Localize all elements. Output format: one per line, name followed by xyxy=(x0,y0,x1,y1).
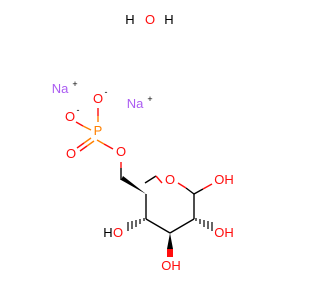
phosphate-o-top-charge: - xyxy=(105,87,108,97)
bond-c5-oring xyxy=(144,175,157,184)
water-h2: H xyxy=(164,12,173,27)
sodium-1-charge: + xyxy=(72,79,77,89)
bond-oring-c1-red xyxy=(177,182,187,189)
structure-svg: H O H Na + Na + O - O - P O O O OH OH OH… xyxy=(52,12,234,273)
bond-oring-c1 xyxy=(185,187,195,195)
phosphate-o-top: O xyxy=(93,91,103,106)
bond-p-obottom-a-orange xyxy=(83,137,92,144)
sodium-1-symbol: Na xyxy=(52,81,69,96)
bond-oester-p-red xyxy=(103,143,114,150)
water-h1: H xyxy=(125,12,134,27)
c4-hydroxyl-o: O xyxy=(113,225,123,240)
bond-p-obottom-b-red xyxy=(79,145,88,152)
wedge-c3-oh xyxy=(167,233,173,249)
bond-p-oleft-red xyxy=(75,121,84,127)
hash-bond-c2-oh xyxy=(195,218,213,231)
bond-oester-p-orange xyxy=(96,139,105,145)
phosphate-o-bottom: O xyxy=(66,146,76,161)
bond-p-obottom-b-orange xyxy=(86,140,95,147)
phosphorus-atom: P xyxy=(94,123,103,138)
bond-p-oleft-orange xyxy=(82,125,92,131)
water-o: O xyxy=(145,12,155,27)
hash-bond-c4-oh xyxy=(127,218,145,231)
phosphate-o-left-charge: - xyxy=(77,105,80,115)
c1-hydroxyl: OH xyxy=(214,172,234,187)
wedge-c3-oh-red xyxy=(167,249,173,257)
bond-c1-oh-red xyxy=(202,183,213,190)
c4-hydroxyl-h: H xyxy=(103,225,112,240)
bond-c3-c4 xyxy=(145,218,171,234)
wedge-c5-c6 xyxy=(121,176,146,194)
ring-oxygen: O xyxy=(165,172,175,187)
bond-oring-c5-red xyxy=(155,175,163,184)
bond-c2-c3 xyxy=(169,218,195,234)
bond-p-obottom-a-red xyxy=(76,142,85,149)
ester-oxygen: O xyxy=(116,144,126,159)
sodium-2-charge: + xyxy=(147,94,152,104)
phosphate-o-left: O xyxy=(65,109,75,124)
sodium-2-symbol: Na xyxy=(127,96,144,111)
bond-c1-oh xyxy=(193,188,204,195)
c2-hydroxyl: OH xyxy=(214,225,234,240)
c3-hydroxyl: OH xyxy=(161,258,181,273)
molecule-diagram: H O H Na + Na + O - O - P O O O OH OH OH… xyxy=(52,12,234,273)
